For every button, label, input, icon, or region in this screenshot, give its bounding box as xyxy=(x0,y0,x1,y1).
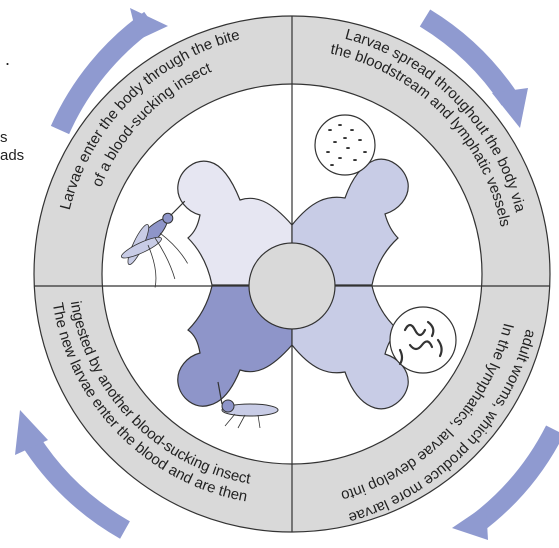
mosquito-biting-icon xyxy=(121,200,188,288)
arrow-top-left-head xyxy=(130,8,168,40)
arrow-bottom-right xyxy=(468,425,559,534)
larvae-magnified-icon xyxy=(314,114,376,176)
arrow-top-right xyxy=(419,9,519,106)
cut-off-dot: . xyxy=(5,49,11,69)
cut-off-text-line-1: s xyxy=(0,129,8,146)
worms-magnified-icon xyxy=(389,306,457,374)
arrow-bottom-right-head xyxy=(452,505,488,540)
cycle-arrows xyxy=(15,8,559,540)
cut-off-text-line-2: ads xyxy=(0,147,25,164)
arrow-top-right-head xyxy=(492,88,528,128)
arrow-bottom-left-head xyxy=(15,410,48,455)
arrow-bottom-left xyxy=(21,434,131,539)
mosquito-ingesting-icon xyxy=(217,381,279,429)
center-circle xyxy=(248,242,336,330)
